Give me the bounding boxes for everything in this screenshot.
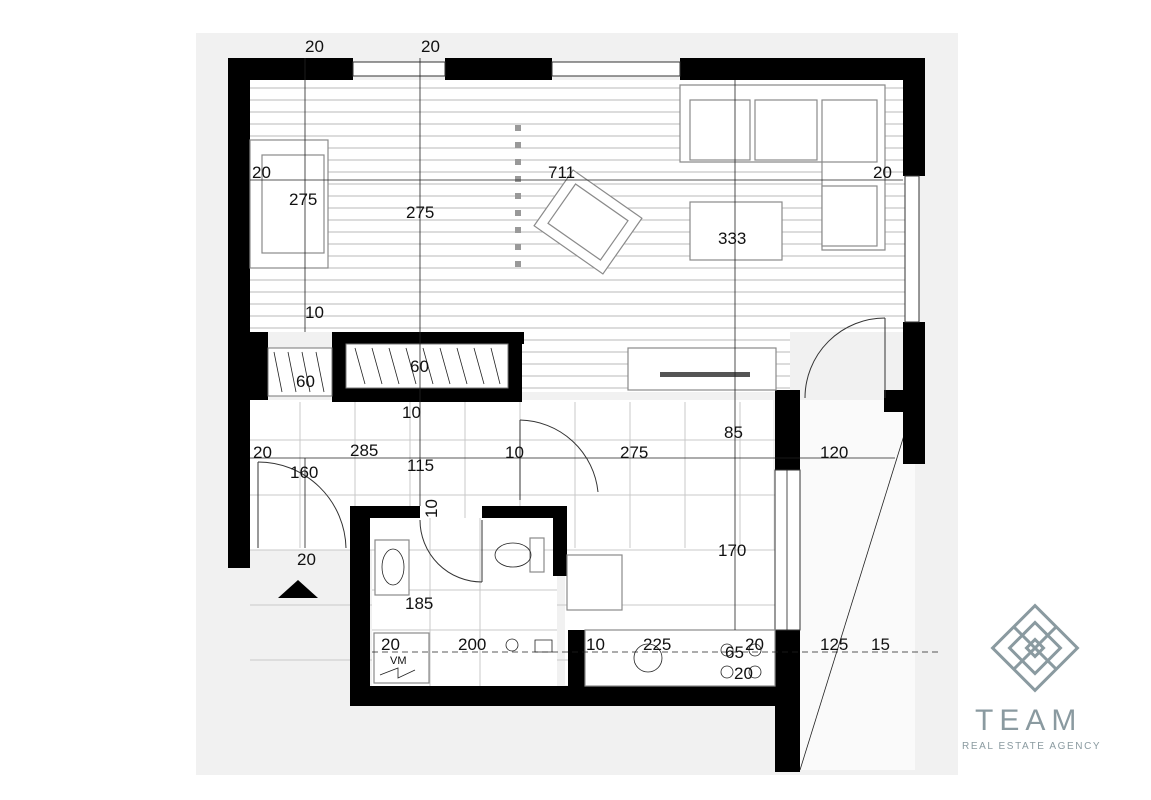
dim-kitchen-225: 225 xyxy=(643,635,671,654)
dim-living-width: 711 xyxy=(548,163,575,182)
dimension-labels: 20 20 20 20 711 275 275 333 10 60 60 10 … xyxy=(252,37,892,683)
dim-gap-10-b: 10 xyxy=(402,403,421,422)
kitchen-counter xyxy=(584,629,776,687)
dim-living-depth-a: 275 xyxy=(289,190,317,209)
sofa xyxy=(679,84,886,251)
doors xyxy=(257,317,886,583)
entrance-marker xyxy=(278,580,318,598)
label-vm: VM xyxy=(390,655,407,667)
toilet xyxy=(494,537,545,573)
dim-kitchen-10: 10 xyxy=(586,635,605,654)
coffee-table xyxy=(689,201,783,261)
dim-wardrobe-60-a: 60 xyxy=(296,372,315,391)
washbasin xyxy=(374,539,410,596)
dim-kitchen-170: 170 xyxy=(718,541,746,560)
dim-hall-115: 115 xyxy=(407,456,434,475)
dim-bath-200: 200 xyxy=(458,635,486,654)
dim-entry-160: 160 xyxy=(290,463,318,482)
wardrobe-left xyxy=(267,347,333,397)
dim-hall-285: 285 xyxy=(350,441,378,460)
dim-living-depth-b: 275 xyxy=(406,203,434,222)
dim-living-depth-c: 333 xyxy=(718,229,746,248)
rug-edge xyxy=(515,125,521,267)
dim-top-20-a: 20 xyxy=(305,37,324,56)
dim-kitchen-20b: 20 xyxy=(734,664,753,683)
dim-entry-20: 20 xyxy=(297,550,316,569)
dim-left-20: 20 xyxy=(252,163,271,182)
dim-wardrobe-60-b: 60 xyxy=(410,357,429,376)
dim-kitchen-20a: 20 xyxy=(745,635,764,654)
dim-bath-20: 20 xyxy=(381,635,400,654)
dim-hall-20: 20 xyxy=(253,443,272,462)
dim-balcony-120: 120 xyxy=(820,443,848,462)
dim-balcony-15: 15 xyxy=(871,635,890,654)
dim-balcony-125: 125 xyxy=(820,635,848,654)
brand-name: TEAM xyxy=(975,704,1082,737)
washing-machine xyxy=(373,632,430,684)
tv-unit xyxy=(627,347,777,391)
dim-right-20: 20 xyxy=(873,163,892,182)
dim-bath-185: 185 xyxy=(405,594,433,613)
armchair xyxy=(533,169,643,275)
dimension-lines xyxy=(250,58,940,653)
dim-bath-10: 10 xyxy=(422,499,441,518)
team-logo: TEAM REAL ESTATE AGENCY xyxy=(962,603,1101,752)
wardrobe-center xyxy=(345,343,509,389)
team-logo-mark xyxy=(990,603,1080,693)
brand-tagline: REAL ESTATE AGENCY xyxy=(962,741,1101,752)
dim-gap-10-a: 10 xyxy=(305,303,324,322)
windows xyxy=(352,61,920,631)
balcony-area xyxy=(799,399,916,771)
fridge xyxy=(566,554,623,611)
dim-hall-10: 10 xyxy=(505,443,524,462)
dim-kitchen-275: 275 xyxy=(620,443,648,462)
dim-kitchen-85: 85 xyxy=(724,423,743,442)
walls xyxy=(228,58,925,772)
dim-kitchen-65: 65 xyxy=(725,643,744,662)
daybed xyxy=(249,139,329,269)
dim-top-20-b: 20 xyxy=(421,37,440,56)
